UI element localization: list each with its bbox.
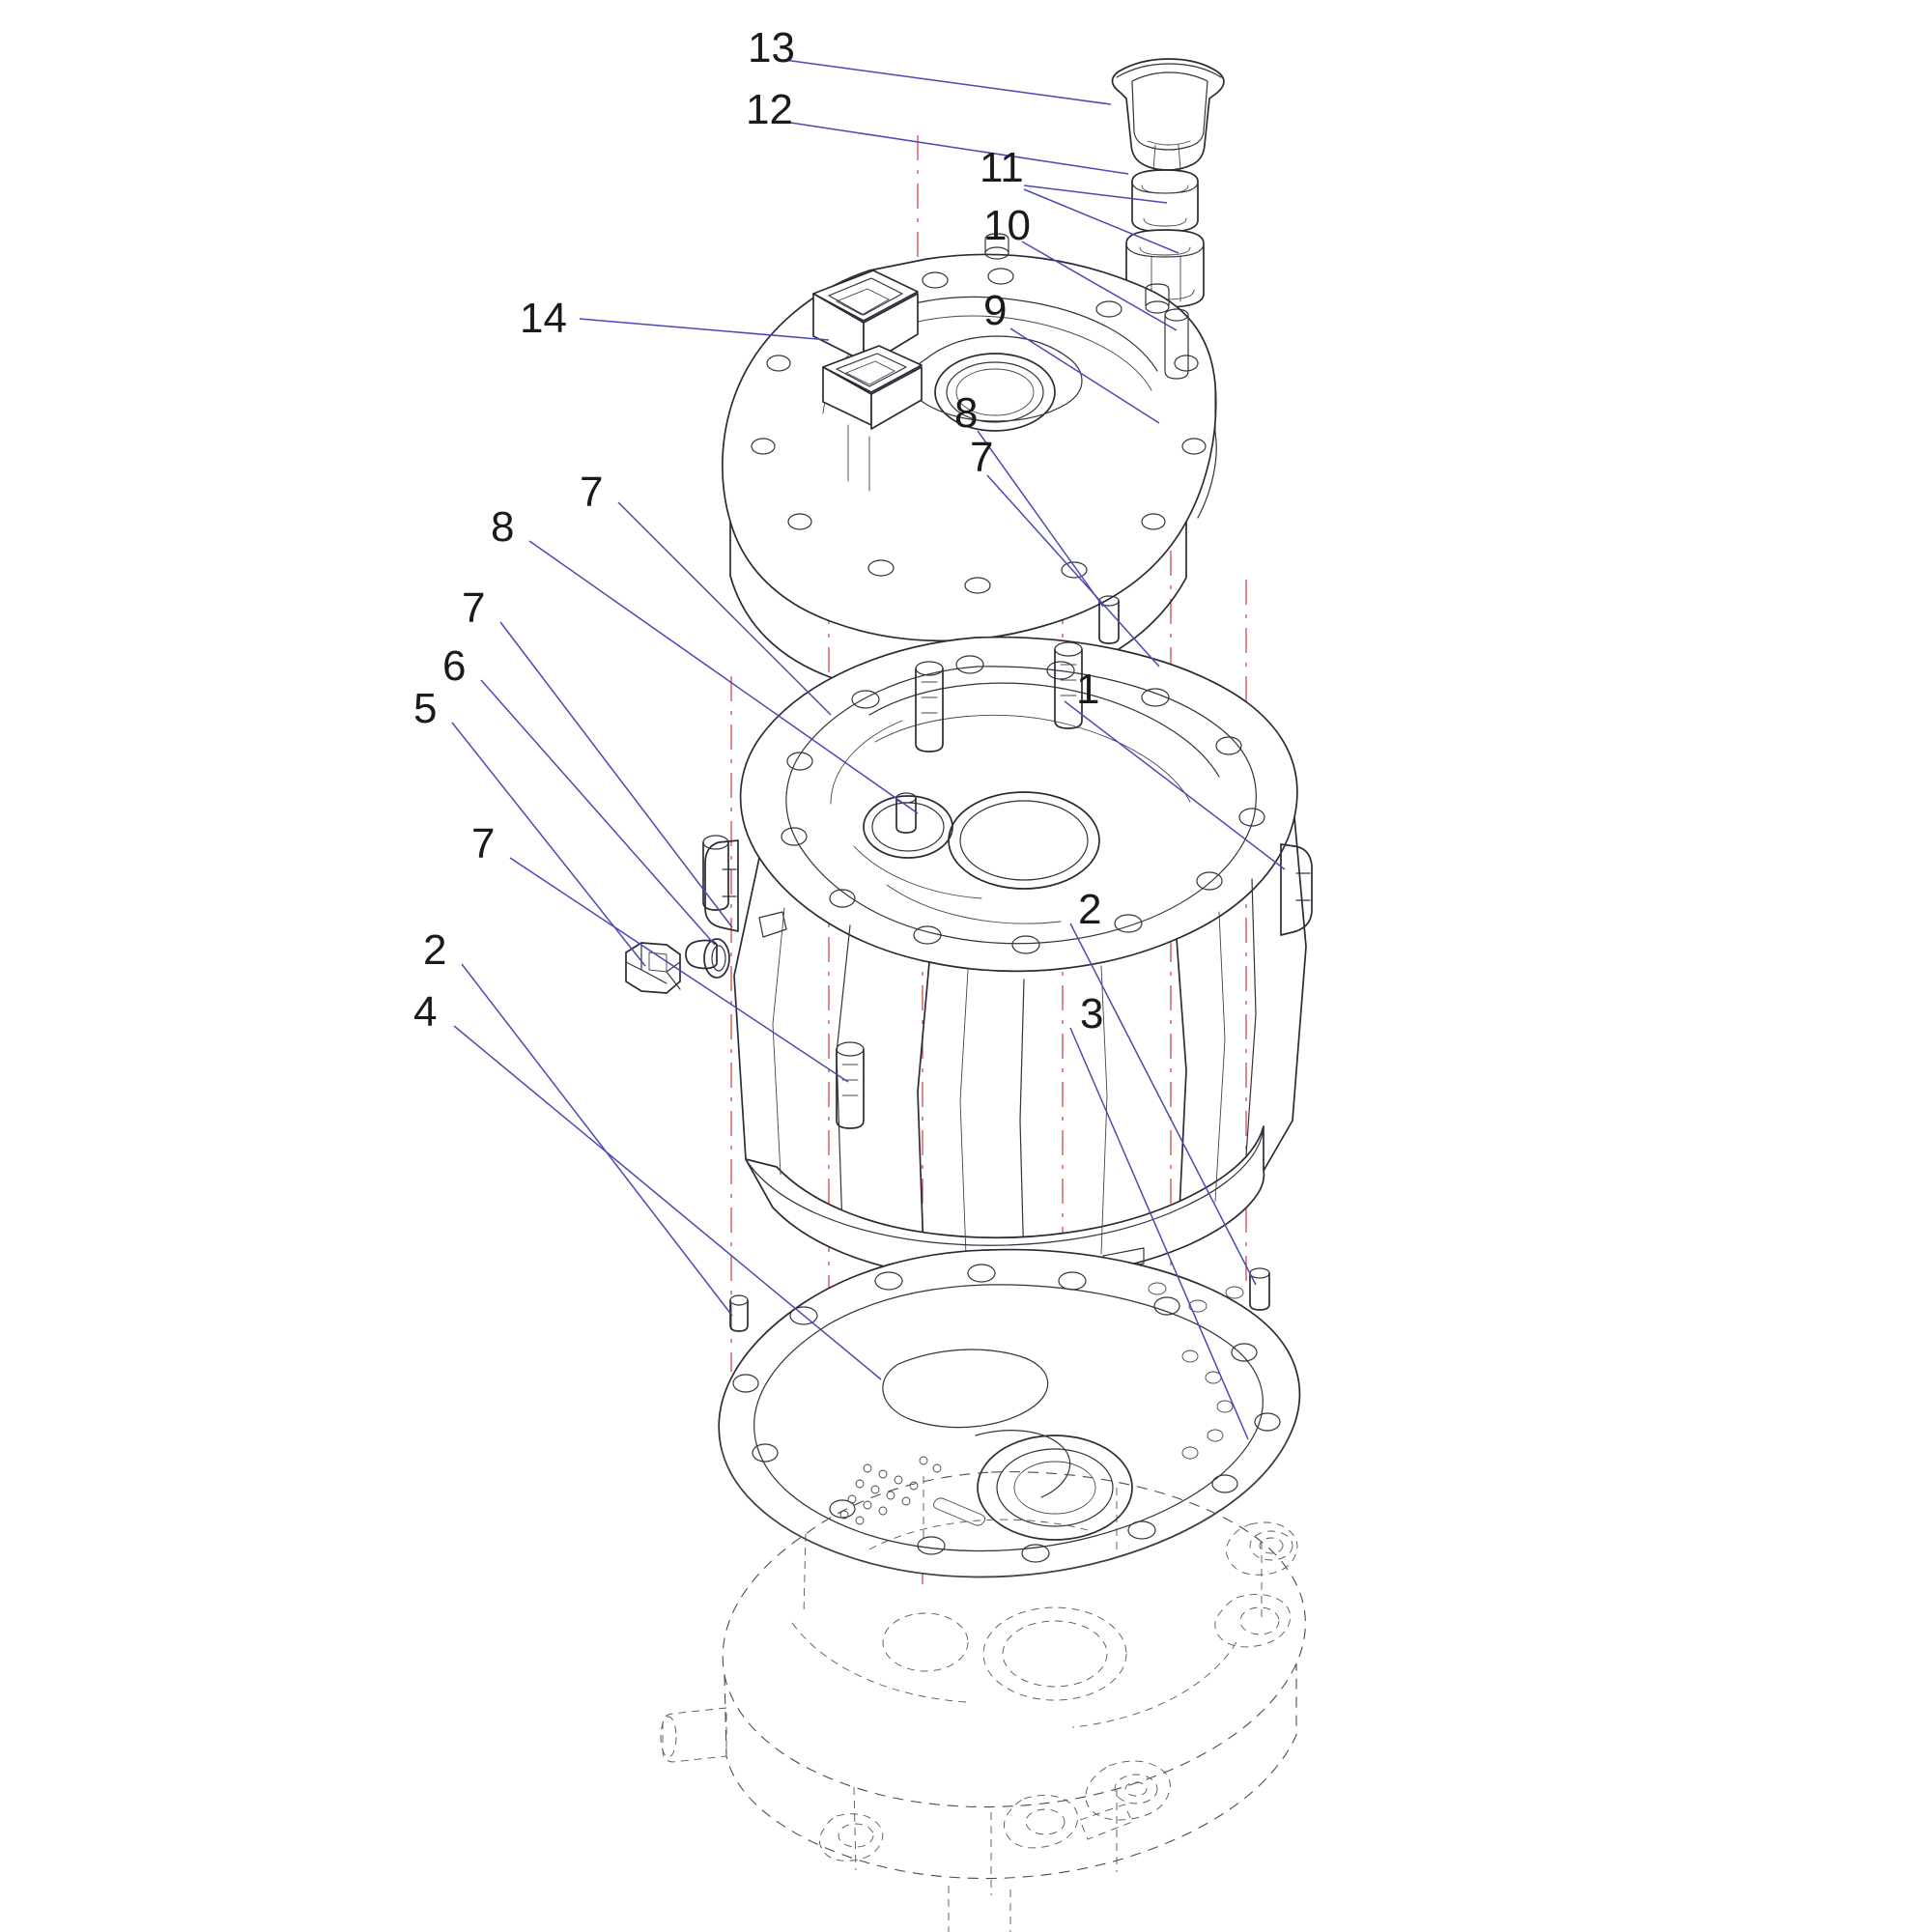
callout-leader-c7l [617,501,832,716]
gasket-perforations [839,1456,942,1525]
part-14-connector [812,270,923,492]
callout-leader-c2r [1069,923,1257,1286]
callout-leader-c1 [1064,700,1286,870]
lower-reference-assembly [660,1471,1306,1932]
part-5-plug [625,942,681,994]
callout-label-11: 11 [980,144,1024,191]
callout-label-7: 7 [471,820,496,867]
callout-label-8: 8 [491,503,515,551]
callout-leader-c12 [783,121,1129,175]
callout-leader-c10 [1021,241,1178,331]
callout-label-14: 14 [520,295,567,342]
callout-label-5: 5 [413,685,438,732]
cover-bolt-holes [751,268,1207,594]
part-1-main-housing [685,636,1313,1284]
callout-label-9: 9 [983,287,1008,334]
callout-label-13: 13 [748,24,795,71]
callout-leader-c11b [1023,188,1179,254]
callout-leader-c14 [579,318,830,341]
callout-label-4: 4 [413,988,438,1036]
callout-label-6: 6 [442,642,467,690]
callout-leader-c4 [453,1025,882,1380]
callout-label-3: 3 [1080,990,1104,1037]
gasket-bolt-holes [732,1264,1281,1563]
callout-leader-c6 [480,679,716,946]
callout-leader-c8 [977,430,1104,608]
callout-label-1: 1 [1076,666,1100,713]
callout-leader-c3 [1069,1027,1249,1440]
callout-label-2: 2 [423,926,447,974]
callout-leader-c11 [1023,185,1168,204]
callout-leader-c2l [461,963,733,1317]
callout-leader-c7l2 [499,621,733,928]
callout-leader-c7b [509,857,849,1083]
callout-leader-c9 [1009,327,1160,424]
callout-label-7: 7 [462,584,486,632]
part-12-sleeve [1131,169,1199,233]
housing-deck-holes [781,655,1265,954]
callout-label-12: 12 [746,86,793,133]
callout-label-8: 8 [954,389,979,437]
callout-leader-c7r [986,474,1160,668]
part-3-gasket [718,1248,1301,1578]
part-7-studs [702,641,1083,1129]
callout-label-2: 2 [1078,886,1102,933]
callout-label-10: 10 [983,202,1031,249]
callout-label-7: 7 [580,469,604,516]
callout-leader-c13 [783,59,1112,105]
part-6-washer [703,938,730,979]
callout-leader-c8l [528,540,919,814]
callout-label-7: 7 [970,434,994,481]
